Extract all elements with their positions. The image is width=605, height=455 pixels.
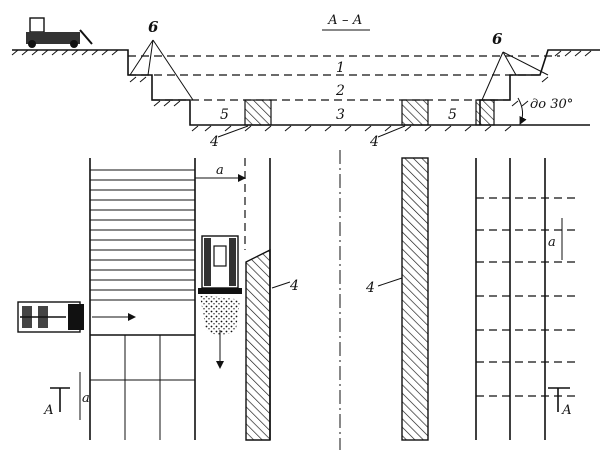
layer-label-3: 3 xyxy=(336,107,345,123)
marker-label-left: 6 xyxy=(148,18,159,36)
berm-label-left: 5 xyxy=(220,107,229,123)
plan-strip-label-right: 4 xyxy=(365,280,375,296)
slope-label: до 30° xyxy=(530,97,573,112)
marker-label-right: 6 xyxy=(492,30,503,48)
excavation-profile-right xyxy=(479,49,600,125)
ground-hatching xyxy=(11,49,592,132)
marker-6-right-lines xyxy=(481,51,549,101)
cross-section: А – А 1 2 3 5 5 6 6 до 30° 4 4 xyxy=(11,13,600,150)
plan-view: a 4 4 a xyxy=(17,157,580,441)
section-strip-right xyxy=(401,99,429,126)
spoil-pile xyxy=(200,296,240,335)
bulldozer-icon xyxy=(26,17,93,48)
dim-a-left-label: a xyxy=(82,391,90,406)
section-slope-block xyxy=(475,99,495,126)
cut-label-right: А xyxy=(561,403,572,418)
section-strip-label-right: 4 xyxy=(369,134,379,150)
layer-label-1: 1 xyxy=(336,60,345,76)
roller-icon xyxy=(17,301,84,333)
cut-label-left: А xyxy=(43,403,54,418)
plan-striping xyxy=(90,169,195,301)
slope-arrow xyxy=(517,97,527,125)
cut-marker-left xyxy=(50,387,70,412)
excavation-profile xyxy=(12,49,590,126)
marker-6-left-lines xyxy=(129,39,194,101)
plan-lower-grid xyxy=(90,335,195,440)
plan-strip-label-left: 4 xyxy=(289,278,299,294)
section-strip-left xyxy=(244,99,272,126)
plan-right-columns xyxy=(475,158,546,440)
plan-strip-left xyxy=(245,248,271,441)
dim-a-right-label: a xyxy=(548,235,556,250)
plan-left-zone xyxy=(89,158,196,440)
section-strip-leaders xyxy=(217,125,406,138)
berm-label-right: 5 xyxy=(448,107,457,123)
cut-marker-right xyxy=(548,387,570,412)
plan-strip-right xyxy=(401,157,429,441)
dim-a-top-label: a xyxy=(216,163,224,178)
plan-strip-leader-right xyxy=(377,277,403,287)
section-strip-label-left: 4 xyxy=(209,134,219,150)
plan-strip-leader-left xyxy=(271,281,291,289)
plan-right-grid xyxy=(476,197,580,397)
layer-label-2: 2 xyxy=(335,83,345,99)
bulldozer-plan-icon xyxy=(198,235,242,294)
section-title: А – А xyxy=(327,13,362,28)
